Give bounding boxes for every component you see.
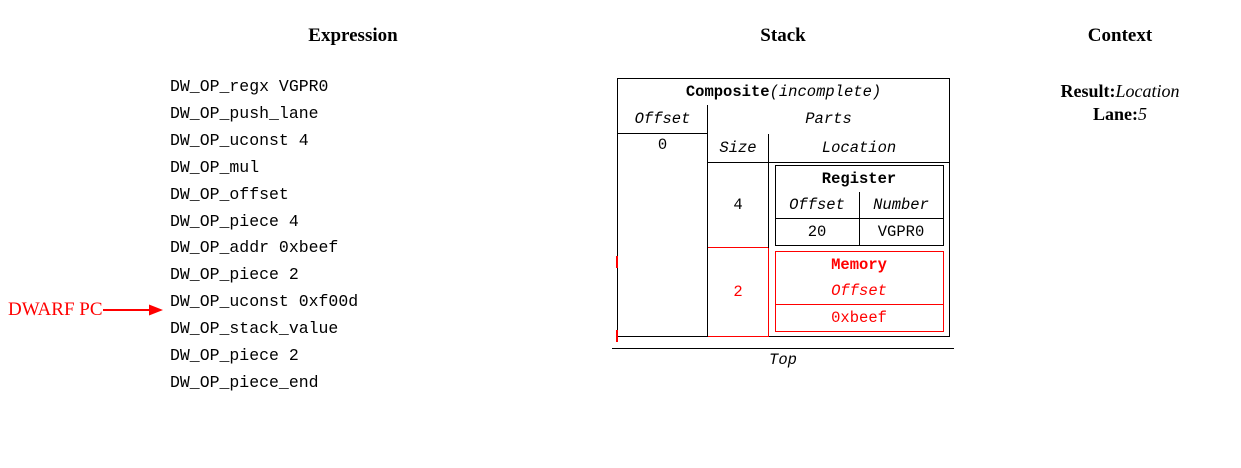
- composite-title: Composite: [685, 83, 770, 101]
- expression-op: DW_OP_push_lane: [170, 103, 319, 123]
- expression-op: DW_OP_stack_value: [170, 319, 339, 339]
- page-title-stack: Stack: [760, 25, 806, 46]
- page-title-expression: Expression: [308, 25, 398, 46]
- context-lane-key: Lane:: [1092, 104, 1138, 124]
- dwarf-pc-label: DWARF PC: [8, 299, 103, 320]
- composite-table: Composite(incomplete) Offset Parts 0 Siz…: [617, 78, 951, 337]
- part-location-cell: Register Offset Number 20 VGPR0: [769, 162, 950, 248]
- stack-top-label: Top: [769, 351, 797, 369]
- expression-list: DW_OP_regx VGPR0 DW_OP_push_lane DW_OP_u…: [170, 74, 358, 397]
- context-entry-lane: Lane:5: [1060, 103, 1179, 126]
- expression-op: DW_OP_piece 2: [170, 265, 299, 285]
- register-title-row: Register: [775, 165, 943, 192]
- expression-op: DW_OP_uconst 4: [170, 130, 309, 150]
- expression-op: DW_OP_piece 2: [170, 346, 299, 366]
- register-number-header: Number: [859, 191, 944, 219]
- memory-location-table: Memory Offset 0xbeef: [774, 251, 944, 333]
- composite-qualifier: (incomplete): [769, 83, 882, 101]
- register-number-value: VGPR0: [877, 222, 925, 241]
- memory-header-row: Offset: [775, 278, 944, 306]
- part-size-value: 4: [707, 162, 769, 248]
- composite-offset-value: 0: [617, 133, 708, 337]
- part-size-header: Size: [707, 133, 769, 163]
- page-title-context: Context: [1087, 25, 1153, 46]
- composite-parts-header: Parts: [805, 110, 852, 129]
- memory-value-row: 0xbeef: [775, 305, 943, 332]
- context-block: Result:Location Lane:5: [1060, 80, 1179, 126]
- expression-op: DW_OP_offset: [170, 184, 289, 204]
- expression-op: DW_OP_regx VGPR0: [170, 77, 329, 96]
- composite-title-cell: Composite(incomplete): [618, 79, 950, 106]
- red-row-tick: [616, 330, 618, 342]
- memory-offset-value: 0xbeef: [831, 309, 887, 328]
- memory-offset-header: Offset: [775, 278, 944, 306]
- memory-title: Memory: [831, 256, 887, 275]
- expression-op: DW_OP_uconst 0xf00d: [170, 292, 359, 312]
- expression-op: DW_OP_mul: [170, 157, 260, 177]
- register-header-row: Offset Number: [775, 191, 944, 219]
- expression-op: DW_OP_piece 4: [170, 211, 299, 231]
- memory-title-row: Memory: [775, 252, 943, 279]
- register-location-table: Register Offset Number 20 VGPR0: [774, 164, 944, 246]
- part-row-register: 4 Register Offset Number: [618, 162, 950, 248]
- context-lane-value: 5: [1137, 104, 1147, 124]
- register-title: Register: [821, 169, 897, 188]
- context-entry-result: Result:Location: [1060, 80, 1179, 103]
- composite-header-row-2: 0 Size Location: [617, 133, 950, 337]
- stack-top-rule: [612, 348, 954, 349]
- part-location-header: Location: [768, 133, 950, 163]
- composite-header-row-1: Offset Parts: [617, 105, 950, 134]
- expression-op: DW_OP_addr 0xbeef: [170, 238, 339, 258]
- composite-offset-header: Offset: [617, 105, 708, 134]
- arrow-right-icon: [102, 304, 163, 316]
- part-size-value: 2: [707, 247, 769, 337]
- part-row-memory: 2 Memory Offset 0xbeef: [618, 247, 950, 337]
- context-result-value: Location: [1115, 81, 1180, 101]
- register-offset-value: 20: [775, 218, 860, 245]
- stack-composite-table: Composite(incomplete) Offset Parts 0 Siz…: [617, 78, 951, 337]
- register-offset-header: Offset: [775, 191, 860, 219]
- dwarf-pc-marker: DWARF PC: [8, 299, 165, 321]
- composite-title-row: Composite(incomplete): [618, 79, 950, 106]
- register-value-row: 20 VGPR0: [775, 218, 943, 245]
- context-result-key: Result:: [1060, 81, 1116, 101]
- expression-op: DW_OP_piece_end: [170, 372, 319, 392]
- part-location-cell: Memory Offset 0xbeef: [769, 248, 950, 337]
- red-row-tick: [616, 256, 618, 268]
